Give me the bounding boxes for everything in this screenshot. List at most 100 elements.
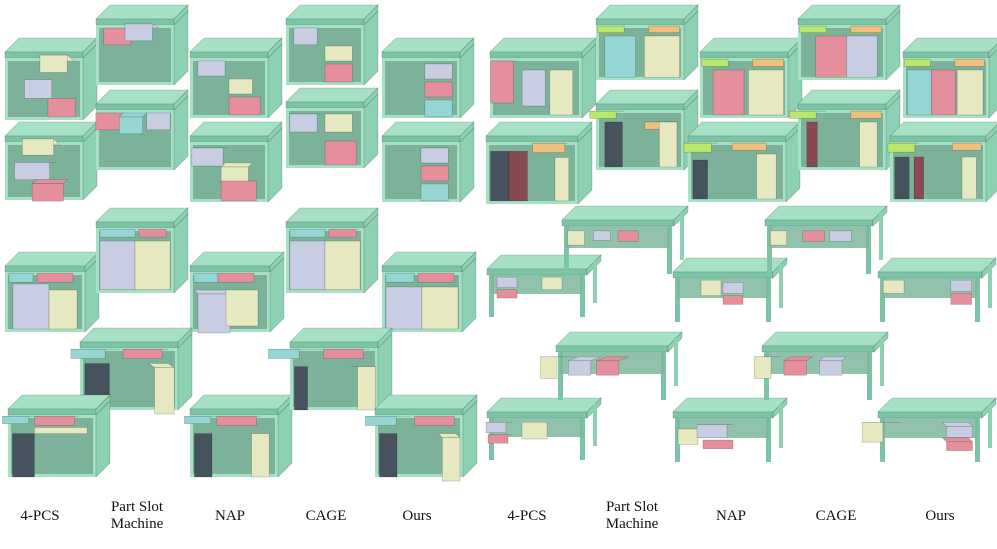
render-desk-cage-a	[764, 205, 888, 274]
label-line: Ours	[925, 508, 955, 524]
table-top	[561, 205, 689, 221]
cabinet-side	[267, 43, 283, 119]
render-kitchen-nap-a	[699, 37, 803, 119]
table-top-edge	[485, 135, 579, 143]
part	[228, 96, 261, 116]
part	[799, 25, 827, 34]
table-top	[189, 37, 283, 53]
table-top	[285, 87, 379, 103]
part	[859, 121, 878, 168]
leg	[779, 264, 783, 308]
render-kitchen-cage-a	[797, 4, 901, 81]
table-top	[189, 121, 283, 137]
leg	[988, 264, 992, 308]
part	[496, 276, 518, 288]
table-top	[95, 89, 189, 105]
part	[70, 348, 106, 359]
table-top-edge	[902, 51, 990, 59]
apron	[766, 352, 870, 374]
table-top-edge	[561, 219, 675, 227]
cabinet-side	[363, 10, 379, 86]
part	[39, 54, 68, 73]
table-top	[877, 257, 997, 273]
part	[683, 142, 712, 153]
table-top	[289, 327, 393, 343]
part	[2, 415, 30, 424]
part	[220, 180, 257, 202]
render-desk-4pcs-b	[485, 397, 602, 460]
table-top	[595, 89, 699, 105]
table-top	[877, 397, 997, 413]
part	[379, 433, 398, 478]
render-kitchen-4pcs-b	[485, 121, 593, 205]
part	[324, 240, 361, 291]
render-cabinet-psm-b	[95, 89, 189, 171]
part	[756, 153, 777, 200]
part	[700, 279, 722, 296]
part	[648, 25, 680, 34]
cabinet-side	[577, 127, 593, 205]
leg	[766, 278, 771, 322]
leg	[593, 404, 597, 446]
cabinet-side	[459, 127, 475, 203]
label-line: Part Slot	[605, 499, 659, 515]
cabinet-side	[267, 127, 283, 203]
table-top	[95, 207, 189, 223]
column-label-cage-left: CAGE	[266, 508, 386, 525]
render-kitchen-ours-a	[902, 37, 997, 119]
leg	[558, 352, 563, 400]
part	[12, 433, 35, 478]
label-line: NAP	[214, 508, 245, 524]
part	[385, 272, 415, 283]
part	[417, 272, 455, 283]
cabinet-side	[363, 213, 379, 294]
label-line: NAP	[715, 508, 746, 524]
render-kitchen-ours-b	[887, 121, 997, 203]
table-top	[699, 37, 803, 53]
label-line: 4-PCS	[20, 508, 60, 524]
table-top	[485, 121, 593, 137]
table-top-edge	[877, 271, 983, 279]
part	[894, 156, 910, 200]
table-top-side	[985, 124, 997, 143]
part	[442, 437, 461, 482]
part	[12, 283, 50, 330]
render-cabinet-nap-a	[189, 37, 283, 119]
leg	[564, 226, 569, 274]
table-top	[761, 331, 889, 347]
table-top-edge	[595, 103, 685, 111]
table-top-edge	[189, 265, 271, 273]
part	[124, 23, 153, 42]
render-cabinet-cage-a	[285, 4, 379, 86]
leg	[674, 338, 678, 386]
render-kitchen-nap-b	[683, 121, 801, 203]
leg	[975, 418, 980, 462]
part	[567, 230, 585, 246]
part	[752, 58, 784, 67]
part	[31, 183, 64, 202]
part	[268, 348, 300, 359]
table-top	[381, 37, 475, 53]
table-top	[595, 4, 699, 20]
leg	[975, 278, 980, 322]
table-top	[4, 121, 98, 137]
table-top	[189, 251, 285, 267]
part	[508, 151, 528, 202]
cabinet-side	[84, 257, 100, 333]
part	[289, 240, 326, 291]
part	[696, 424, 728, 439]
part	[946, 426, 973, 438]
part	[47, 98, 76, 118]
part	[485, 421, 507, 434]
part	[802, 230, 825, 242]
render-tall-cabinet-ours	[381, 251, 477, 333]
leg	[675, 278, 680, 322]
table-top	[285, 207, 379, 223]
part	[22, 138, 54, 156]
table-top	[764, 205, 888, 221]
render-desk-ours-a	[877, 257, 997, 322]
part	[496, 289, 518, 299]
part	[677, 428, 699, 445]
cabinet-side	[173, 10, 189, 86]
